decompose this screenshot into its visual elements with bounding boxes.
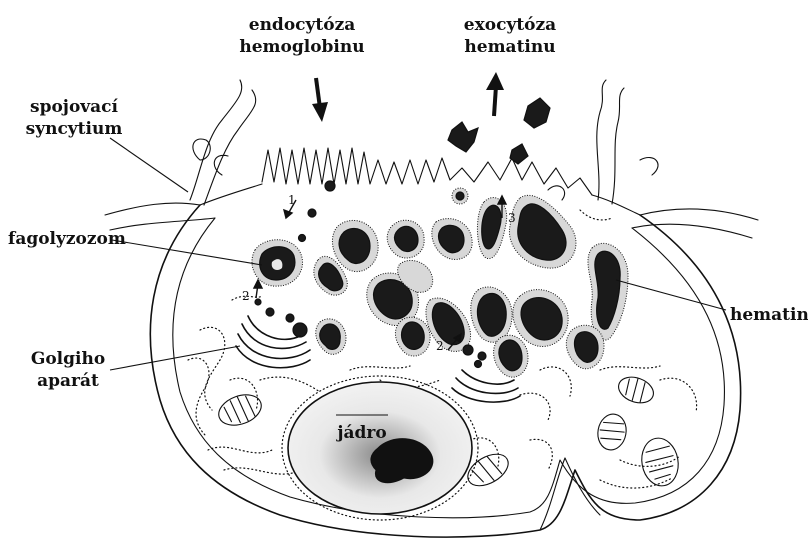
label-golgi-line1: Golgiho	[31, 349, 105, 369]
syncytium-right	[548, 80, 758, 238]
exocytosis-release	[448, 98, 550, 204]
nucleus	[282, 376, 478, 520]
label-phagolysosome: fagolyzozom	[8, 229, 126, 249]
endocytic-vesicles	[299, 181, 336, 242]
step-number-3: 3	[508, 211, 516, 225]
label-hematin: hematin	[730, 305, 808, 325]
label-exocytosis-line2: hematinu	[464, 37, 555, 57]
label-endocytosis-line1: endocytóza	[249, 15, 356, 35]
label-nucleus: jádro	[335, 423, 386, 443]
step-number-1: 1	[288, 193, 296, 207]
endocytosis-arrow	[312, 78, 328, 122]
syncytium-left	[105, 80, 256, 230]
step-number-2-left: 2	[242, 289, 250, 303]
label-syncytium-line1: spojovací	[30, 97, 119, 117]
label-endocytosis-line2: hemoglobinu	[239, 37, 364, 57]
step-number-2-middle: 2	[436, 339, 444, 353]
microvilli-border	[262, 148, 592, 195]
apical-membrane	[200, 184, 640, 215]
label-syncytium-line2: syncytium	[26, 119, 123, 139]
exocytosis-arrow	[486, 72, 504, 116]
label-golgi-line2: aparát	[37, 371, 99, 391]
label-exocytosis-line1: exocytóza	[464, 15, 556, 35]
